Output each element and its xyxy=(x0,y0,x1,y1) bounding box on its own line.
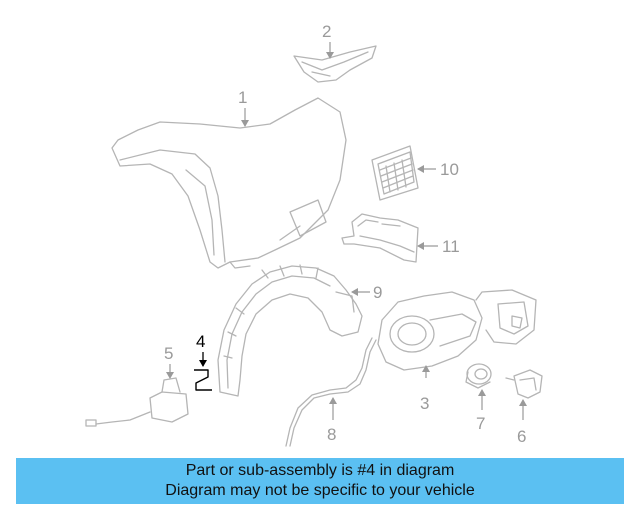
callout-8: 8 xyxy=(327,425,336,444)
callout-11: 11 xyxy=(442,237,460,256)
fuel-filler-housing-part xyxy=(377,289,537,371)
leader-lines xyxy=(166,42,527,420)
trim-bracket-part xyxy=(341,213,419,263)
callout-4: 4 xyxy=(196,332,205,351)
callout-labels: 1 2 3 4 5 6 7 8 9 10 11 xyxy=(164,22,526,446)
info-banner: Part or sub-assembly is #4 in diagram Di… xyxy=(16,458,624,504)
banner-line-2: Diagram may not be specific to your vehi… xyxy=(165,482,475,499)
drain-hose-part xyxy=(285,337,377,447)
wheel-liner-part xyxy=(217,264,363,397)
callout-1: 1 xyxy=(238,88,247,107)
quarter-panel-part xyxy=(111,97,347,269)
vent-grille-part xyxy=(371,145,419,201)
grommet-part xyxy=(465,363,492,389)
callout-2: 2 xyxy=(322,22,331,41)
callout-10: 10 xyxy=(440,160,459,179)
door-actuator-part xyxy=(85,377,189,427)
part-4-symbol xyxy=(194,369,212,391)
banner-line-1: Part or sub-assembly is #4 in diagram xyxy=(185,462,455,479)
callout-7: 7 xyxy=(476,414,485,433)
callout-6: 6 xyxy=(517,427,526,446)
callout-3: 3 xyxy=(420,394,429,413)
actuator-clip-part xyxy=(505,369,543,399)
bracket-part xyxy=(293,45,377,83)
callout-9: 9 xyxy=(373,283,382,302)
callout-5: 5 xyxy=(164,344,173,363)
